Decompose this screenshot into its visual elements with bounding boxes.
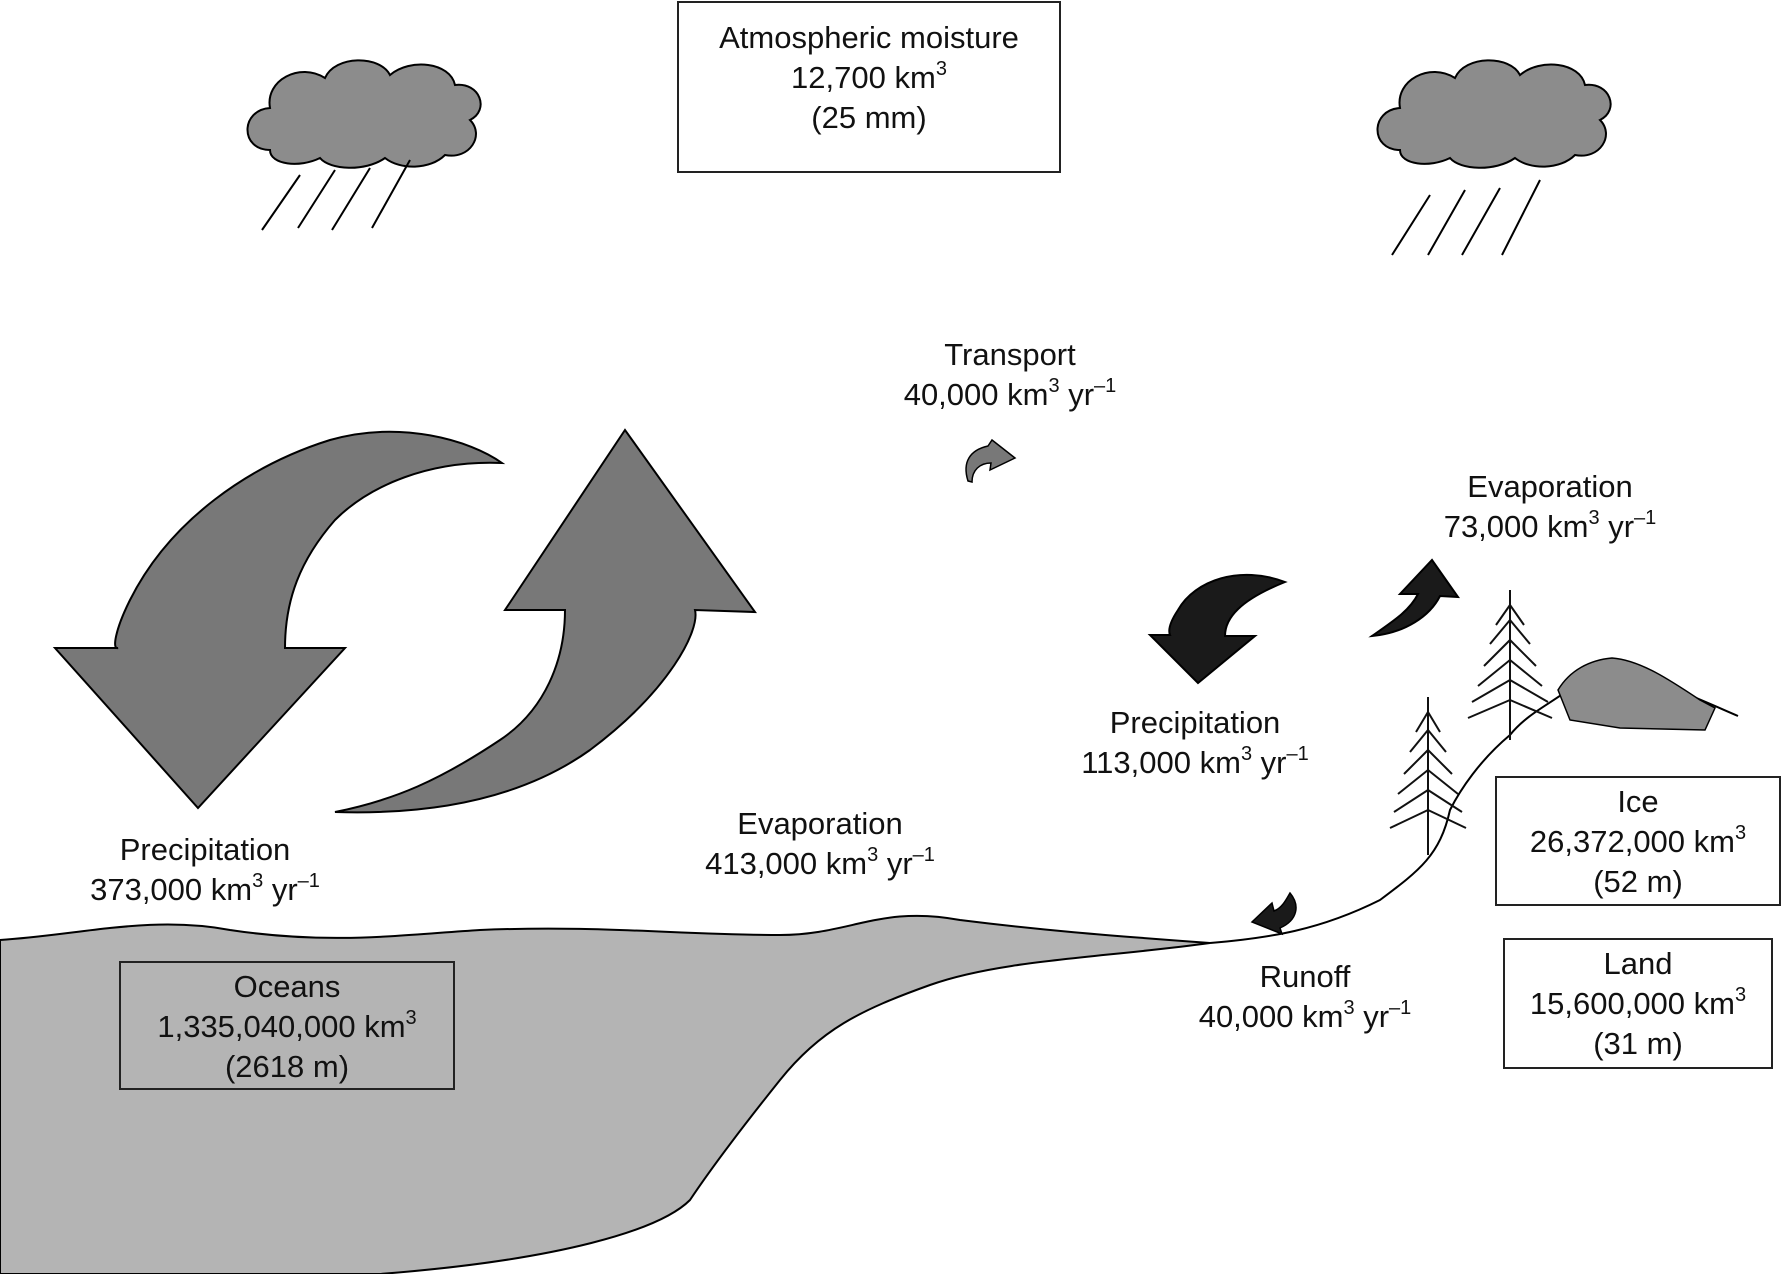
land-box: Land 15,600,000 km3 (31 m) (1503, 938, 1773, 1069)
ocean-evaporation-title: Evaporation (737, 806, 903, 841)
transport-label: Transport 40,000 km3 yr–1 (880, 335, 1140, 415)
ocean-evaporation-rate: 413,000 km3 yr–1 (705, 844, 935, 881)
transport-rate: 40,000 km3 yr–1 (903, 375, 1117, 412)
atmospheric-moisture-depth: (25 mm) (811, 100, 927, 135)
land-evaporation-label: Evaporation 73,000 km3 yr–1 (1420, 467, 1680, 547)
runoff-arrow (1250, 891, 1297, 936)
oceans-volume: 1,335,040,000 km3 (157, 1007, 417, 1044)
land-title: Land (1603, 946, 1673, 981)
atmospheric-moisture-title: Atmospheric moisture (719, 20, 1019, 55)
ocean-precipitation-rate: 373,000 km3 yr–1 (90, 870, 320, 907)
land-evaporation-arrow (1368, 558, 1461, 638)
ice-title: Ice (1617, 784, 1659, 819)
oceans-depth: (2618 m) (224, 1049, 350, 1084)
land-evaporation-rate: 73,000 km3 yr–1 (1443, 507, 1657, 544)
ice-depth: (52 m) (1593, 864, 1683, 899)
oceans-title: Oceans (233, 969, 341, 1004)
land-depth: (31 m) (1593, 1026, 1683, 1061)
transport-title: Transport (944, 337, 1076, 372)
land-volume: 15,600,000 km3 (1529, 984, 1747, 1021)
land-precipitation-arrow (1147, 573, 1288, 685)
ocean-precipitation-label: Precipitation 373,000 km3 yr–1 (65, 830, 345, 910)
transport-arrow (965, 438, 1017, 483)
tree-icon (1467, 590, 1553, 740)
land-evaporation-title: Evaporation (1467, 469, 1633, 504)
tree-icon (1389, 697, 1467, 855)
atmospheric-moisture-box: Atmospheric moisture 12,700 km3 (25 mm) (677, 1, 1061, 173)
oceans-box: Oceans 1,335,040,000 km3 (2618 m) (119, 961, 455, 1090)
runoff-title: Runoff (1259, 959, 1351, 994)
ice-box: Ice 26,372,000 km3 (52 m) (1495, 776, 1781, 906)
rain-cloud-icon (246, 59, 482, 231)
land-precipitation-rate: 113,000 km3 yr–1 (1081, 743, 1309, 780)
ice-volume: 26,372,000 km3 (1529, 822, 1747, 859)
runoff-rate: 40,000 km3 yr–1 (1198, 997, 1412, 1034)
ocean-precipitation-arrow (52, 430, 506, 810)
atmospheric-moisture-volume: 12,700 km3 (791, 58, 947, 95)
ocean-precipitation-title: Precipitation (119, 832, 291, 867)
ocean-evaporation-arrow (334, 428, 757, 814)
rain-cloud-icon (1376, 59, 1612, 256)
rock-icon (1557, 657, 1716, 731)
runoff-label: Runoff 40,000 km3 yr–1 (1175, 957, 1435, 1037)
land-precipitation-label: Precipitation 113,000 km3 yr–1 (1055, 703, 1335, 783)
ocean-evaporation-label: Evaporation 413,000 km3 yr–1 (680, 804, 960, 884)
land-precipitation-title: Precipitation (1109, 705, 1281, 740)
